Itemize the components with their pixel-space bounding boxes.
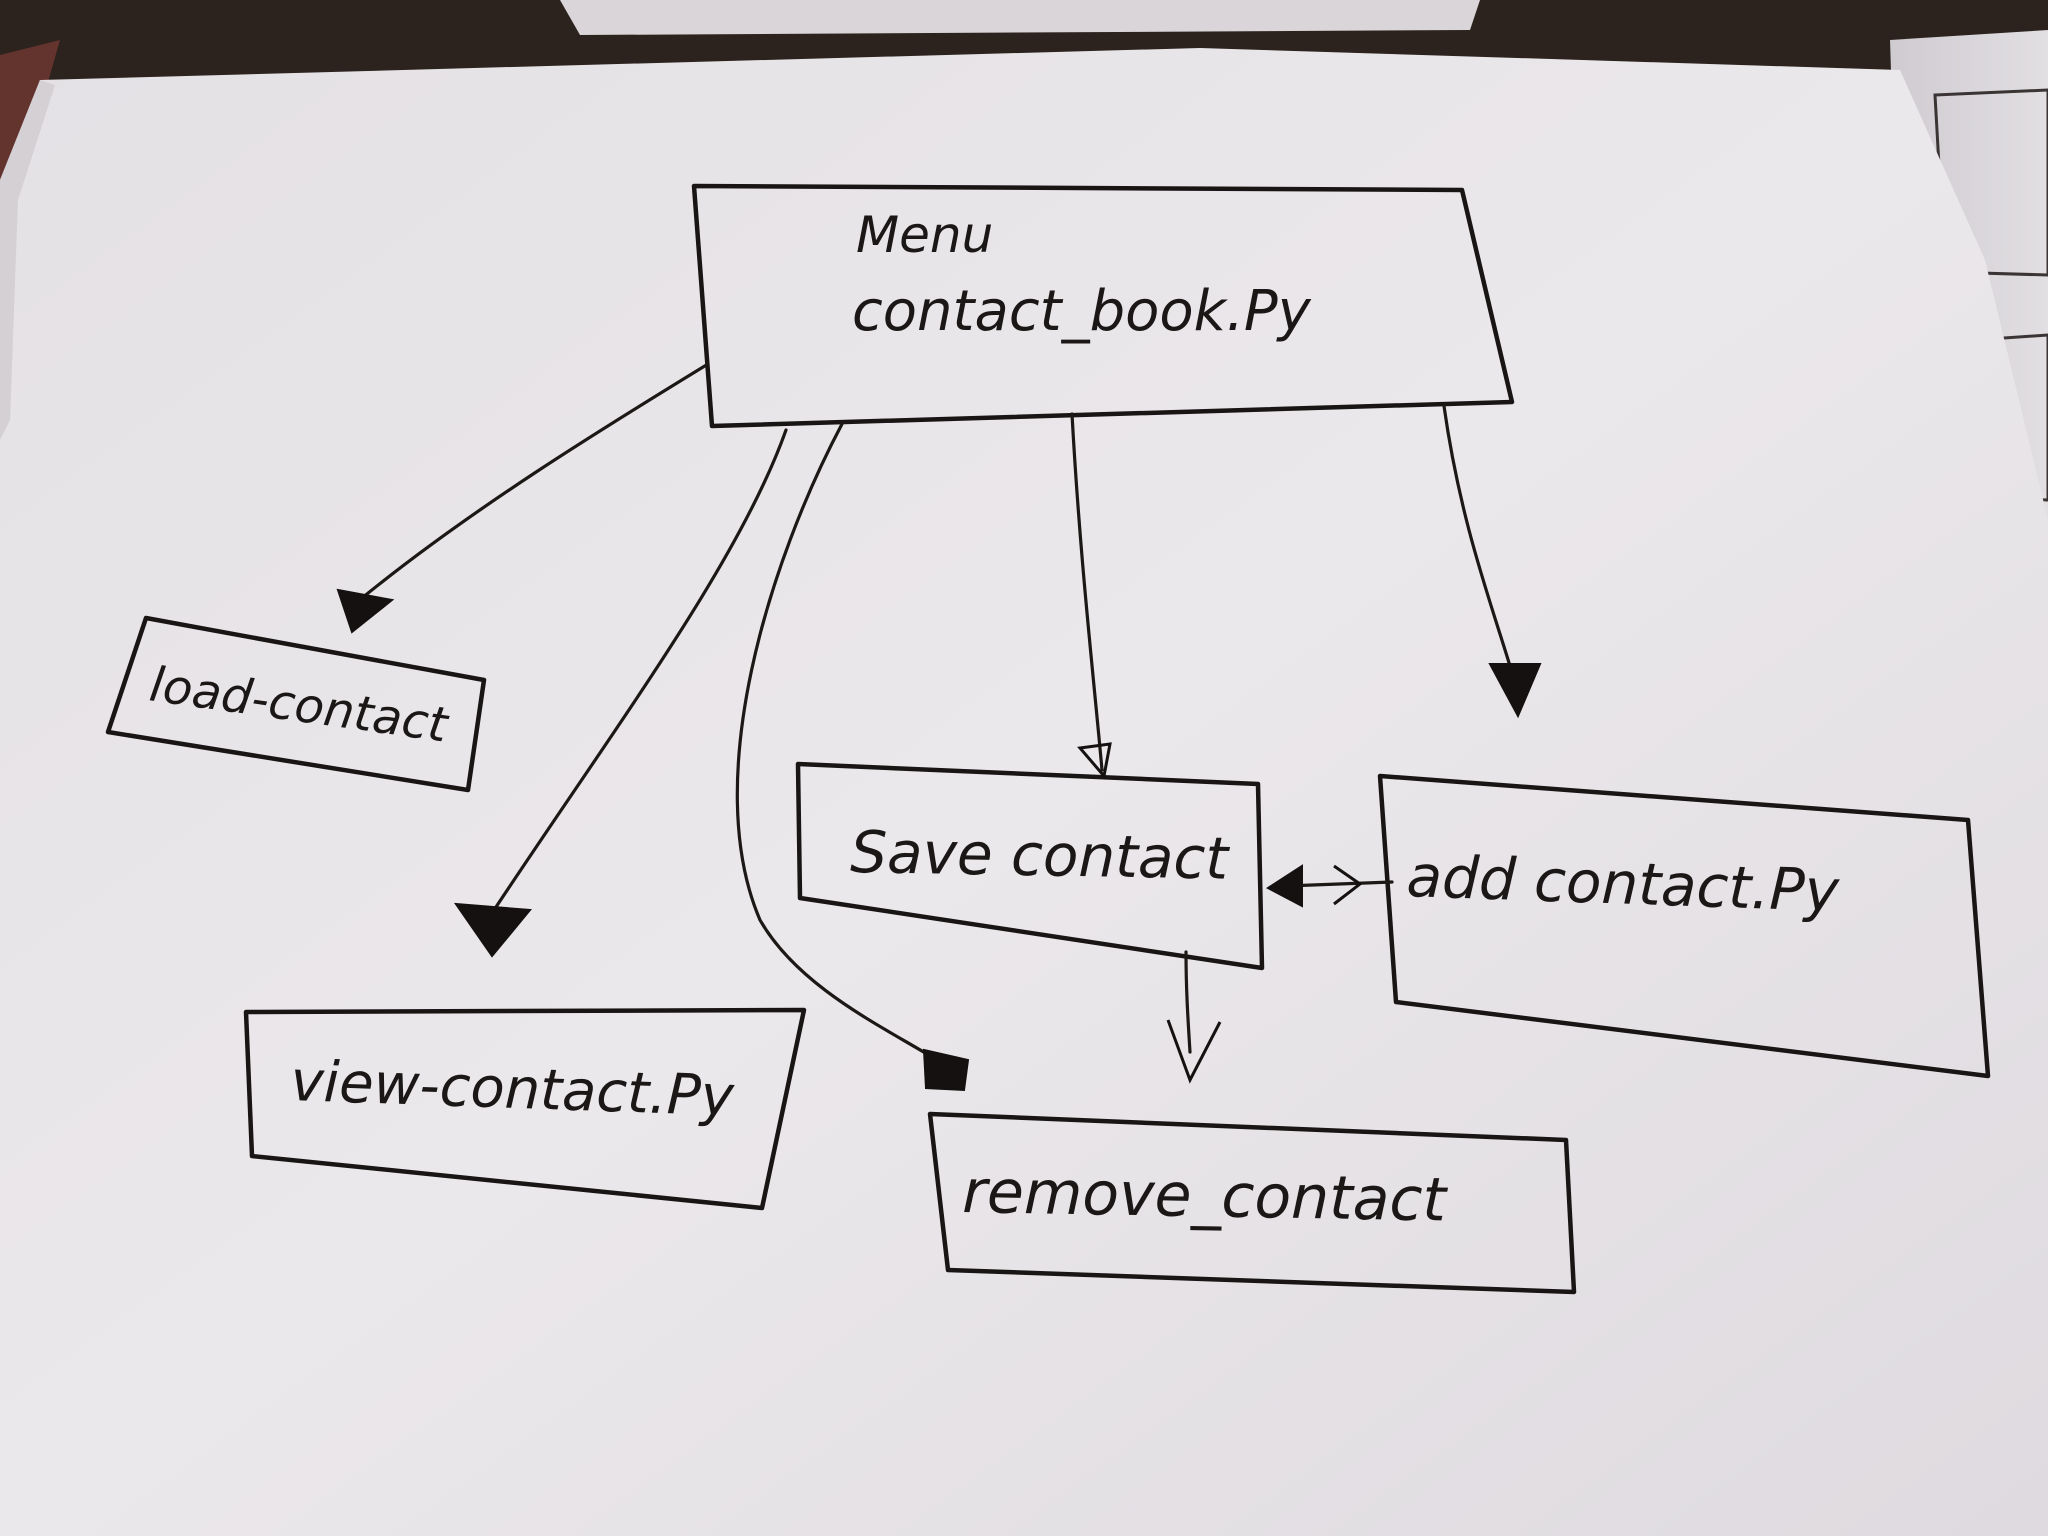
node-label-load: load-contact [146,656,453,753]
node-label-remove: remove_contact [962,1157,1449,1235]
node-box-load [105,615,487,793]
edge-menu-to-remove [735,422,942,1064]
edge-menu-to-view-arrowhead [453,902,532,958]
edge-save-add [1284,880,1394,888]
edge-menu-to-remove-arrowhead [922,1048,970,1092]
edge-menu-to-view [492,428,788,912]
edge-save-to-remove [1184,950,1192,1054]
node-box-remove [927,1111,1577,1295]
node-box-add [1377,773,1991,1079]
edge-menu-to-load-arrowhead [336,588,395,634]
edge-menu-to-load [360,362,710,600]
node-label-view: view-contact.Py [290,1049,736,1129]
edge-menu-to-save-arrowhead [1077,742,1112,780]
edge-menu-to-add-arrowhead [1488,663,1542,719]
node-label-menu-line2: contact_book.Py [852,279,1312,344]
edge-save-add-arrowhead-right [1333,864,1363,906]
edge-menu-to-add [1442,404,1512,668]
node-box-menu [691,183,1515,429]
node-label-save: Save contact [850,818,1231,893]
node-box-view [243,1007,807,1211]
node-label-menu-line1: Menu [856,206,993,264]
node-label-add: add contact.Py [1406,842,1841,925]
edge-menu-to-save [1070,412,1104,772]
edge-save-to-remove-arrowhead [1166,1019,1222,1084]
edge-save-add-arrowhead-left [1266,864,1303,908]
